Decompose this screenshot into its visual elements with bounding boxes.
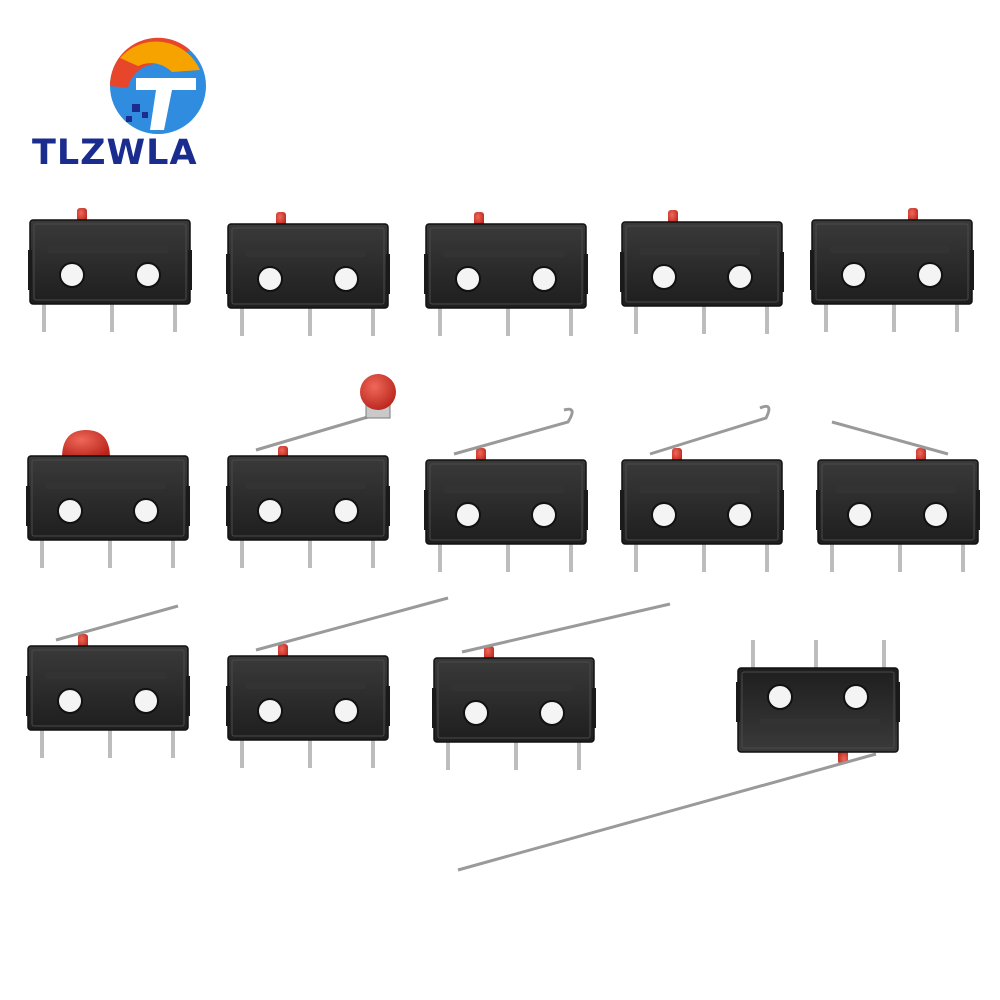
switch-13-long-lever <box>431 602 671 771</box>
switch-12-long-lever <box>225 596 449 769</box>
switch-6-dome-plunger <box>25 430 191 569</box>
switch-7-roller-lever <box>225 374 396 569</box>
switch-10-bent-lever <box>815 420 981 573</box>
switch-1-pin-plunger <box>27 208 193 333</box>
switch-9-hooked-lever <box>619 404 785 573</box>
brand-name: TLZWLA <box>32 133 198 173</box>
switch-5-pin-plunger <box>809 208 975 333</box>
switch-3-pin-plunger <box>423 212 589 337</box>
switch-8-hooked-lever <box>423 407 589 573</box>
switch-2-pin-plunger <box>225 212 391 337</box>
switch-4-pin-plunger <box>619 210 785 335</box>
brand-logo-mark <box>109 37 206 134</box>
switch-14-extra-long-lever <box>457 639 901 872</box>
switch-11-straight-lever <box>25 604 191 759</box>
